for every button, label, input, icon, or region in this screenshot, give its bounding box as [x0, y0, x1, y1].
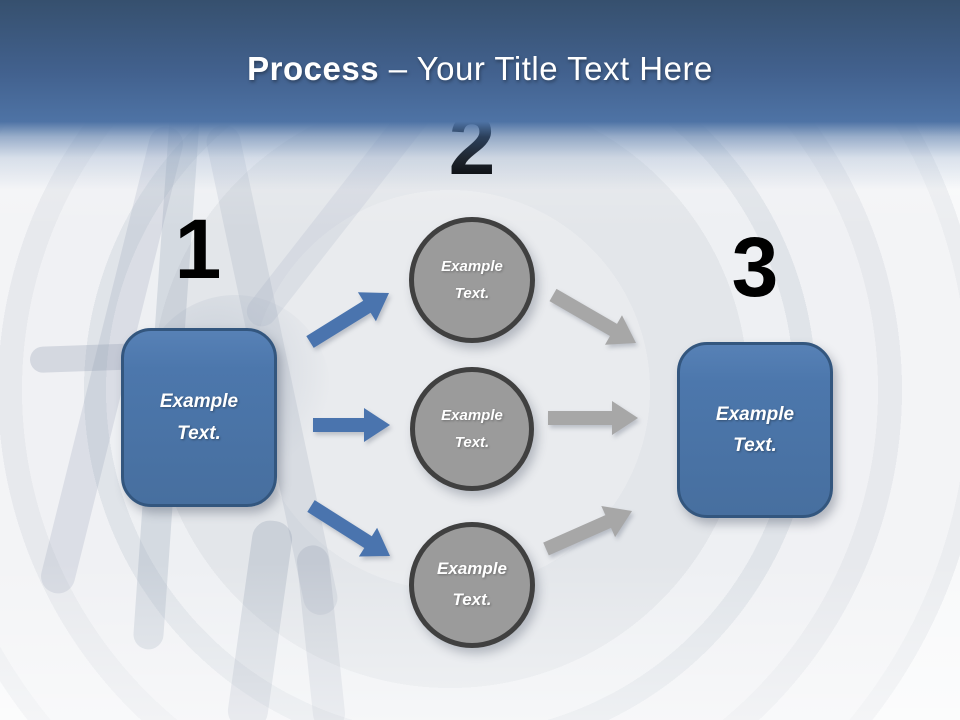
step3-number[interactable]: 3 [731, 220, 779, 314]
arrow-step1-to-circle-bottom[interactable] [307, 500, 390, 557]
step1-number[interactable]: 1 [174, 202, 222, 296]
step2-circle-middle[interactable]: Example Text. [410, 367, 534, 491]
arrow-circle-top-to-step3[interactable] [549, 288, 637, 345]
step1-box[interactable]: Example Text. [121, 328, 277, 507]
step3-box[interactable]: Example Text. [677, 342, 833, 518]
step3-label: Example Text. [715, 403, 795, 456]
step2-circle-top[interactable]: Example Text. [409, 217, 535, 343]
arrow-step1-to-circle-middle[interactable] [313, 408, 390, 442]
arrow-circle-middle-to-step3[interactable] [548, 401, 638, 435]
arrow-circle-bottom-to-step3[interactable] [543, 506, 632, 556]
step2-circle-bottom-label: Example Text. [437, 559, 507, 609]
arrow-step1-to-circle-top[interactable] [306, 292, 389, 348]
step2-circle-middle-label: Example Text. [441, 407, 503, 451]
step2-circle-bottom[interactable]: Example Text. [409, 522, 535, 648]
step2-number[interactable]: 2 [448, 98, 496, 192]
slide-title[interactable]: Process – Your Title Text Here [0, 50, 960, 88]
step1-label: Example Text. [159, 391, 239, 444]
step2-circle-top-label: Example Text. [441, 258, 503, 302]
title-rest: – Your Title Text Here [388, 50, 713, 87]
title-emphasis: Process [247, 50, 389, 87]
